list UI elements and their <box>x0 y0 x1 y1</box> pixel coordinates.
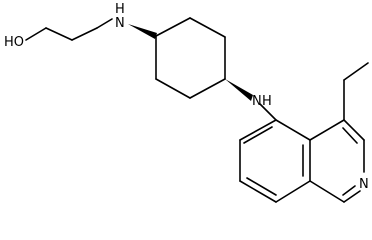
bond-c2-c3 <box>71 27 98 41</box>
bond-n2-c5 <box>259 103 277 121</box>
bond-c7-c8 <box>239 180 277 203</box>
bond-ring-a4 <box>189 78 226 99</box>
molecule-canvas: HO H N N H N <box>4 2 369 203</box>
bond-c1-c8a <box>309 180 345 203</box>
bond-ethyl-ch3 <box>343 62 369 81</box>
bond-ring-a2 <box>189 17 226 38</box>
bond-n-c1 <box>343 190 361 203</box>
amine-upper-label: N <box>115 16 125 31</box>
structure-diagram: HO H N N H N <box>4 2 369 203</box>
bond-n-c1-inner <box>342 185 356 196</box>
ring-nitrogen-label: N <box>359 177 369 192</box>
amine-lower-h-label: H <box>262 94 272 109</box>
amine-lower-label: N <box>252 94 262 109</box>
amine-upper-h-label: H <box>115 2 125 17</box>
bond-c1-c2 <box>45 27 73 41</box>
hydroxyl-label: HO <box>4 35 24 50</box>
bond-c7-c8-inner <box>246 177 277 196</box>
bond-c5-c6 <box>239 119 277 141</box>
bond-o-c1 <box>25 27 47 41</box>
bond-c4a-c5 <box>275 119 311 141</box>
bond-c4-c3 <box>343 119 365 141</box>
bond-ring-a5 <box>155 78 191 99</box>
bond-c4a-c4 <box>309 119 345 141</box>
bond-c5-c6-inner <box>243 126 273 144</box>
stereo-wedge-upper <box>128 24 157 39</box>
stereo-wedge-lower <box>225 79 253 101</box>
bond-c3-n1 <box>96 18 113 29</box>
bond-ring-a1 <box>155 17 191 37</box>
bond-c8-c8a <box>275 180 311 203</box>
bond-c4-c3-inner <box>342 127 358 144</box>
